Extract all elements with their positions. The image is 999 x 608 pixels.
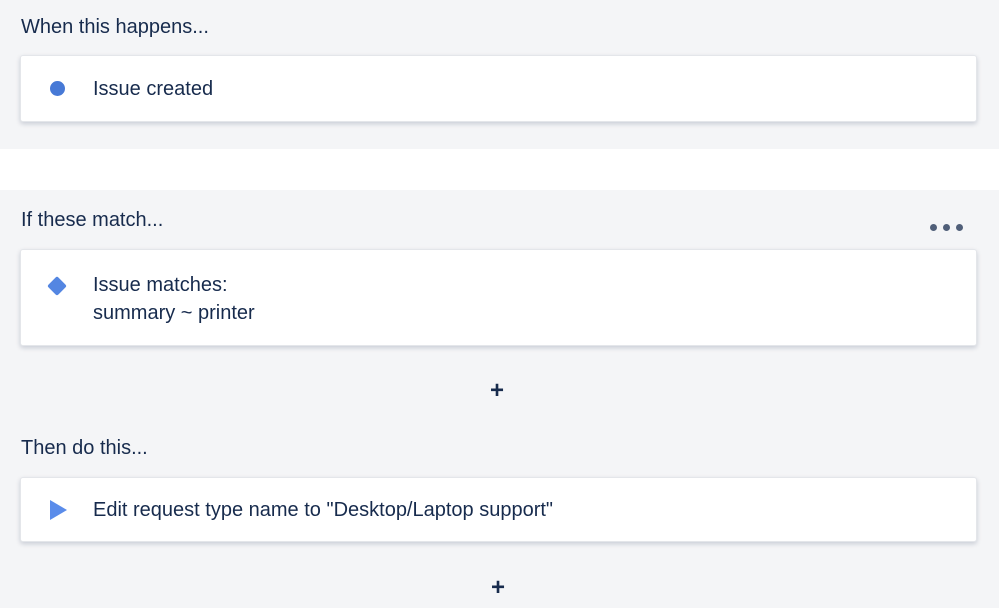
diamond-condition-icon <box>47 276 67 296</box>
diamond-glyph <box>47 276 67 296</box>
play-glyph <box>50 499 67 520</box>
condition-card[interactable]: Issue matches: summary ~ printer <box>20 249 977 346</box>
add-action-button[interactable]: + <box>480 570 516 606</box>
meatball-menu-icon <box>929 223 937 231</box>
meatball-menu-icon <box>955 223 963 231</box>
conditions-overflow-menu-button[interactable] <box>920 214 972 240</box>
conditions-section-title: If these match... <box>21 209 164 231</box>
actions-section-title: Then do this... <box>21 437 148 459</box>
play-action-icon <box>47 499 67 520</box>
action-card-label: Edit request type name to "Desktop/Lapto… <box>93 498 554 521</box>
trigger-section-title: When this happens... <box>21 16 209 38</box>
circle-trigger-icon <box>47 79 67 99</box>
condition-card-label: Issue matches: summary ~ printer <box>93 271 255 327</box>
trigger-card-label: Issue created <box>93 77 214 100</box>
action-card[interactable]: Edit request type name to "Desktop/Lapto… <box>20 477 977 542</box>
trigger-card[interactable]: Issue created <box>20 55 977 122</box>
add-condition-button[interactable]: + <box>479 373 515 409</box>
circle-glyph <box>49 81 65 96</box>
meatball-menu-icon <box>942 223 950 231</box>
condition-line-2: summary ~ printer <box>93 302 255 324</box>
condition-line-1: Issue matches: <box>93 274 228 296</box>
